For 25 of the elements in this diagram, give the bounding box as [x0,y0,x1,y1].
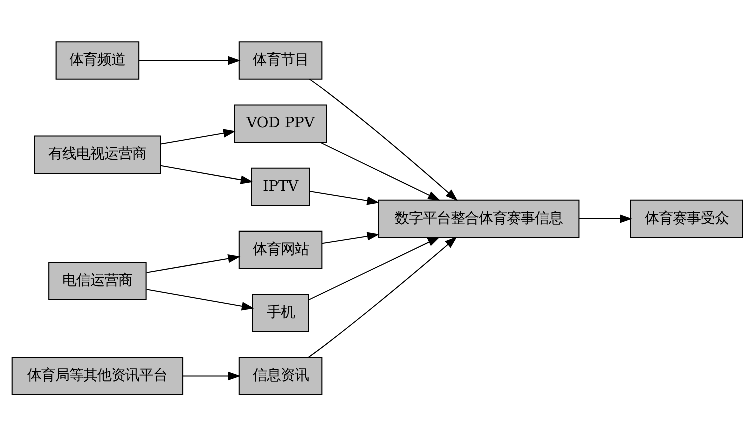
arrow [139,56,241,66]
node-box: VOD PPV [234,104,328,143]
arrow [310,191,380,206]
node-box: 信息资讯 [238,357,323,396]
arrow [309,78,458,202]
node-box: 体育赛事受众 [630,200,744,238]
arrow [322,232,380,244]
arrow [308,236,440,301]
arrow [146,289,254,311]
node-box: 体育网站 [238,230,323,270]
arrow [146,254,241,274]
arrow [320,142,441,201]
node-box: 体育局等其他资讯平台 [12,357,184,396]
node-box: 体育节目 [238,42,323,80]
node-box: 电信运营商 [48,262,147,300]
arrow [579,214,632,224]
arrow [160,129,236,145]
node-box: IPTV [251,168,310,206]
arrow [183,372,241,381]
node-box: 有线电视运营商 [34,136,162,174]
node-box: 手机 [252,294,310,332]
arrow [160,165,254,184]
node-box: 数字平台整合体育赛事信息 [378,200,580,238]
node-box: 体育频道 [56,42,140,80]
arrow [308,236,458,358]
